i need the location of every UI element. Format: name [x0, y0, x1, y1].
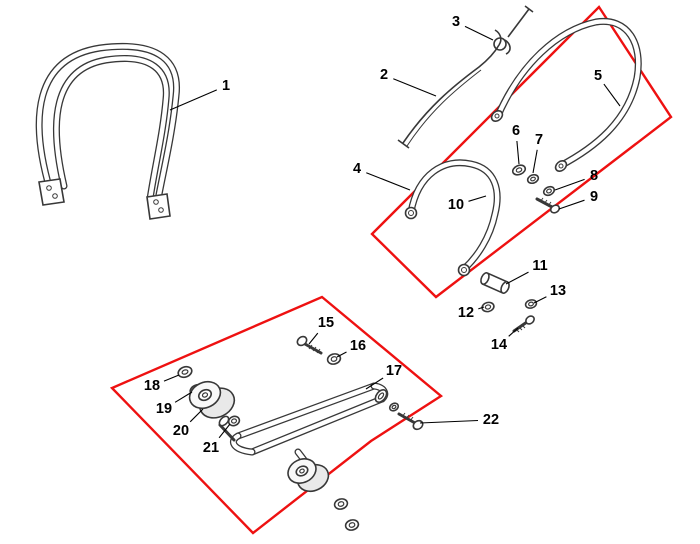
part-callout-19: 19 — [156, 401, 172, 417]
part-11-spacer — [480, 272, 510, 294]
part-21-nut — [227, 415, 241, 427]
leader-line-5 — [603, 83, 621, 107]
part-8-washer — [542, 185, 556, 197]
leader-line-20 — [189, 408, 204, 423]
part-callout-15: 15 — [318, 315, 334, 331]
part-6-washer — [511, 164, 527, 176]
leader-line-11 — [505, 271, 529, 285]
part-callout-1: 1 — [222, 78, 230, 94]
part-callout-20: 20 — [173, 423, 189, 439]
part-3-pin-clip — [493, 5, 534, 55]
part-callout-5: 5 — [594, 68, 602, 84]
part-7-washer — [526, 173, 540, 185]
part-18-washer — [177, 365, 193, 379]
part-callout-16: 16 — [350, 338, 366, 354]
part-callout-18: 18 — [144, 378, 160, 394]
leader-line-14 — [508, 327, 519, 337]
handle-foot-left — [38, 178, 65, 206]
part-callout-17: 17 — [386, 363, 402, 379]
leader-line-6 — [516, 140, 520, 165]
part-12-washer — [481, 301, 495, 313]
leader-line-19 — [174, 391, 193, 403]
part-callout-6: 6 — [512, 123, 520, 139]
leader-line-15 — [308, 332, 319, 345]
leader-line-21 — [218, 423, 231, 439]
part-16-washer — [326, 353, 342, 365]
leader-line-4 — [366, 172, 411, 191]
part-4-lower-handle — [404, 159, 501, 277]
leader-line-16 — [336, 351, 347, 358]
part-callout-9: 9 — [590, 189, 598, 205]
leader-line-13 — [533, 296, 547, 304]
part-13-washer — [524, 299, 538, 309]
part-callout-2: 2 — [380, 67, 388, 83]
part-lower-roller — [287, 458, 360, 531]
group-outlines-layer — [109, 5, 673, 535]
part-callout-10: 10 — [448, 197, 464, 213]
part-callout-21: 21 — [203, 440, 219, 456]
leader-line-18 — [163, 374, 180, 382]
leader-line-2 — [393, 78, 437, 97]
group-outline-upper-assembly — [370, 5, 673, 299]
handle-foot-right — [146, 193, 171, 220]
part-callout-22: 22 — [483, 412, 499, 428]
part-callout-8: 8 — [590, 168, 598, 184]
part-callout-11: 11 — [532, 258, 547, 274]
leader-line-22 — [419, 419, 479, 424]
leader-line-8 — [554, 178, 585, 191]
leader-line-3 — [464, 25, 494, 41]
leader-line-12 — [478, 306, 485, 310]
part-20-roller — [188, 380, 236, 419]
part-1-upper-handle — [35, 42, 181, 220]
part-2-cable — [397, 29, 502, 149]
leader-line-7 — [532, 149, 538, 174]
part-15-bolt — [296, 335, 323, 355]
part-callout-13: 13 — [550, 283, 566, 299]
leader-line-1 — [169, 89, 218, 111]
part-callout-4: 4 — [353, 161, 361, 177]
part-17-roller-frame — [218, 382, 400, 477]
part-callout-14: 14 — [491, 337, 507, 353]
leader-line-9 — [558, 199, 585, 210]
part-callout-12: 12 — [458, 305, 474, 321]
part-callout-7: 7 — [535, 132, 543, 148]
leader-line-17 — [365, 377, 384, 390]
leader-line-10 — [468, 195, 487, 202]
part-5-handle-frame — [490, 17, 642, 172]
part-callout-3: 3 — [452, 14, 460, 30]
part-9-bolt — [535, 197, 561, 214]
